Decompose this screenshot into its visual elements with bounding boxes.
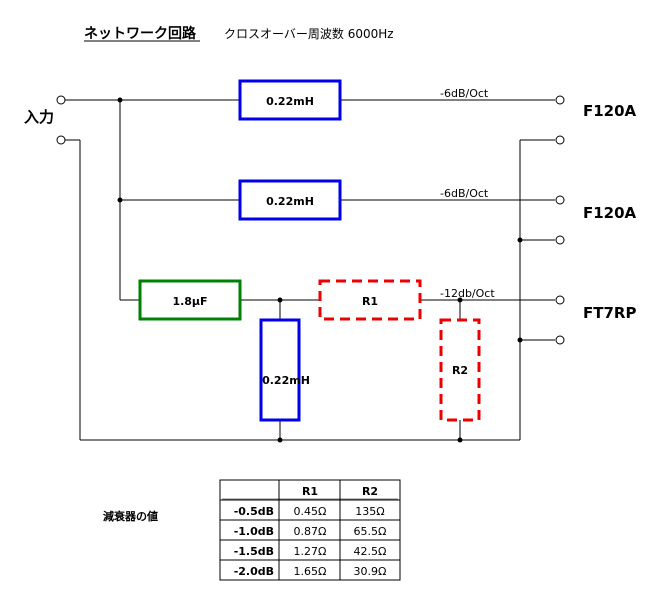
slope-label-1: -6dB/Oct (440, 87, 489, 100)
junction-dot (277, 297, 283, 303)
output-label-1: F120A (583, 102, 637, 120)
capacitor-box (138, 279, 242, 321)
table-cell-r1: 0.45Ω (294, 505, 327, 518)
table-cell-attenuation: -1.5dB (234, 545, 274, 558)
output-terminal (555, 135, 565, 145)
inductor-3-box (259, 318, 301, 422)
slope-label-2: -6dB/Oct (440, 187, 489, 200)
resistor-r1-label: R1 (362, 295, 378, 308)
junction-dot (277, 437, 283, 443)
inductor-3-label: 0.22mH (262, 374, 310, 387)
inductor-1-box (238, 79, 342, 121)
output-terminal (555, 295, 565, 305)
slope-label-3: -12db/Oct (440, 287, 495, 300)
table-cell-r2: 135Ω (355, 505, 384, 518)
junction-dot (457, 437, 463, 443)
crossover-frequency-subtitle: クロスオーバー周波数 6000Hz (224, 26, 394, 41)
output-terminal (555, 195, 565, 205)
table-header-r1: R1 (302, 485, 318, 498)
input-label: 入力 (24, 108, 54, 126)
output-terminal (555, 95, 565, 105)
resistor-r2-box (439, 318, 481, 422)
inductor-2-label: 0.22mH (266, 195, 314, 208)
table-cell-r1: 1.27Ω (294, 545, 327, 558)
table-cell-r1: 0.87Ω (294, 525, 327, 538)
inductor-1-label: 0.22mH (266, 95, 314, 108)
terminals (56, 95, 565, 345)
junction-dots (117, 97, 523, 443)
resistor-r1-box (318, 279, 422, 321)
attenuator-table-caption: 減衰器の値 (103, 509, 158, 523)
output-terminal (555, 235, 565, 245)
junction-dot (117, 97, 123, 103)
junction-dot (517, 237, 523, 243)
table-cell-r1: 1.65Ω (294, 565, 327, 578)
junction-dot (517, 337, 523, 343)
input-terminal-negative (56, 135, 66, 145)
table-cell-attenuation: -1.0dB (234, 525, 274, 538)
junction-dot (117, 197, 123, 203)
table-cell-attenuation: -0.5dB (234, 505, 274, 518)
resistor-r2-label: R2 (452, 364, 468, 377)
input-terminal-positive (56, 95, 66, 105)
output-terminal (555, 335, 565, 345)
table-cell-attenuation: -2.0dB (234, 565, 274, 578)
table-header-r2: R2 (362, 485, 378, 498)
junction-dot (457, 297, 463, 303)
table-cell-r2: 65.5Ω (354, 525, 387, 538)
capacitor-label: 1.8μF (172, 295, 207, 308)
inductor-2-box (238, 179, 342, 221)
table-cell-r2: 30.9Ω (354, 565, 387, 578)
output-label-3: FT7RP (583, 304, 636, 322)
page-title: ネットワーク回路 (84, 25, 197, 42)
circuit-wires (65, 99, 555, 441)
output-label-2: F120A (583, 204, 637, 222)
table-cell-r2: 42.5Ω (354, 545, 387, 558)
attenuator-table-grid (219, 479, 401, 581)
